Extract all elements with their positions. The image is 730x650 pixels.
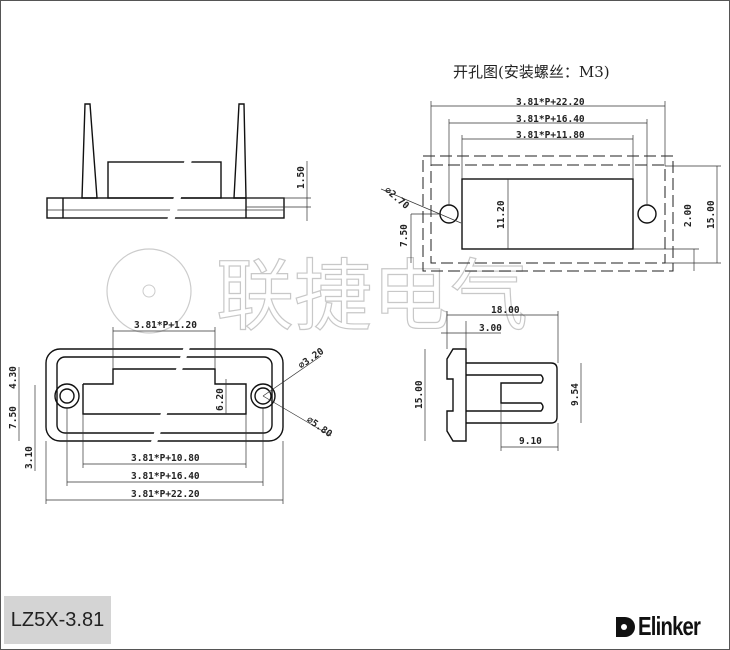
dim-front-750: 7.50 <box>8 406 19 429</box>
front-view: 3.81*P+1.20 3.81*P+10.80 3.81*P+16.40 3.… <box>8 320 334 504</box>
dim-cutout-outer: 3.81*P+22.20 <box>516 97 585 108</box>
watermark-logo: 联捷电气 <box>106 248 529 343</box>
side-view: 1.50 <box>46 103 311 227</box>
dim-profile-height: 15.00 <box>414 380 425 409</box>
dim-cutout-hole-dia: ⌀2.70 <box>382 185 411 212</box>
dim-cutout-height: 15.00 <box>706 200 717 229</box>
dim-profile-length: 18.00 <box>491 305 520 316</box>
dim-profile-slot: 9.10 <box>519 436 542 447</box>
dim-front-620: 6.20 <box>215 388 226 411</box>
dim-side-height: 1.50 <box>296 166 307 189</box>
dim-front-top: 3.81*P+1.20 <box>134 320 197 331</box>
dim-front-430: 4.30 <box>8 366 19 389</box>
dim-cutout-bottom: 2.00 <box>683 204 694 227</box>
brand-logo: Elinker <box>613 611 718 642</box>
dim-front-310: 3.10 <box>24 446 35 469</box>
dim-front-b: 3.81*P+16.40 <box>131 471 200 482</box>
profile-view: 18.00 3.00 15.00 9.54 9.10 <box>414 305 582 451</box>
dim-cutout-holes: 3.81*P+16.40 <box>516 114 585 125</box>
watermark-text: 联捷电气 <box>216 252 528 342</box>
dim-cutout-slot-height: 11.20 <box>496 200 507 229</box>
dim-front-c: 3.81*P+22.20 <box>131 489 200 500</box>
brand-name: Elinker <box>638 611 701 641</box>
dim-cutout-hole-offset: 7.50 <box>399 224 410 247</box>
model-label: LZ5X-3.81 <box>4 596 111 644</box>
dim-front-hole: ⌀3.20 <box>296 346 326 372</box>
elinker-logo-icon <box>616 616 635 637</box>
dim-profile-flange: 3.00 <box>479 323 502 334</box>
dim-front-a: 3.81*P+10.80 <box>131 453 200 464</box>
dim-cutout-slot: 3.81*P+11.80 <box>516 130 585 141</box>
dim-profile-body: 9.54 <box>570 383 581 406</box>
cutout-view: 3.81*P+22.20 3.81*P+16.40 3.81*P+11.80 ⌀… <box>380 97 721 272</box>
dim-front-boss: ⌀5.80 <box>304 414 334 440</box>
cutout-title: 开孔图(安装螺丝：M3) <box>453 63 610 81</box>
